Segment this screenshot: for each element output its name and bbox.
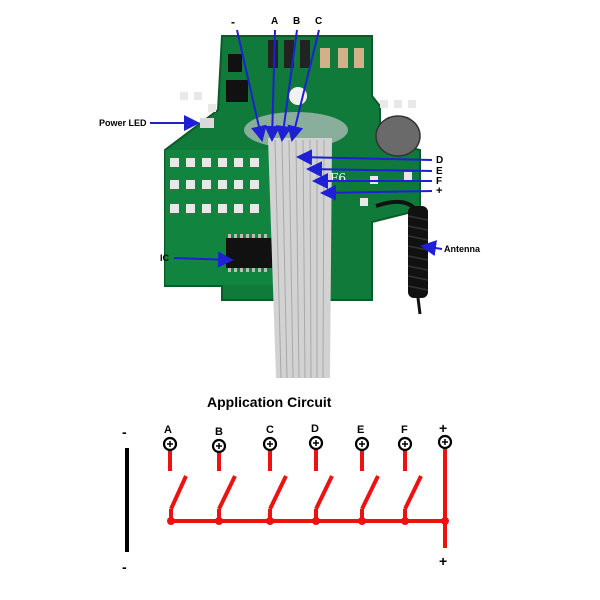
application-circuit: Application Circuit - - + + A xyxy=(122,394,453,575)
pin-label-c: C xyxy=(315,16,322,27)
crystal-can xyxy=(375,115,421,157)
negative-rail: - - xyxy=(122,424,129,575)
svg-text:F: F xyxy=(401,424,408,436)
pcb-photo: F6 - A B C D E F + Power LED IC Antenna xyxy=(99,15,481,379)
terminal-b: B xyxy=(211,426,237,525)
callout-antenna-arrow xyxy=(420,240,443,256)
callout-power-led: Power LED xyxy=(99,118,147,128)
pin-arrows-top xyxy=(236,29,320,142)
ic-chip xyxy=(226,234,272,272)
top-components xyxy=(226,40,364,102)
power-led xyxy=(200,118,214,128)
pin-arrows-side xyxy=(296,149,433,201)
svg-text:D: D xyxy=(311,423,319,435)
positive-rail: + + xyxy=(437,420,453,569)
pin-label-a: A xyxy=(271,16,278,27)
svg-text:A: A xyxy=(164,424,172,436)
pin-label-e: E xyxy=(436,166,443,177)
pin-label-f: F xyxy=(436,176,442,187)
callout-antenna: Antenna xyxy=(444,244,481,254)
svg-text:C: C xyxy=(266,424,274,436)
ribbon-cable xyxy=(268,138,332,379)
terminal-c: C xyxy=(262,424,288,525)
board-marking: F6 xyxy=(330,171,346,185)
callout-ic-arrow xyxy=(173,251,234,268)
neg-label-bottom: - xyxy=(122,559,127,575)
solder-pad-array xyxy=(170,92,416,213)
pin-label-minus: - xyxy=(231,15,235,29)
pin-label-d: D xyxy=(436,155,443,166)
neg-label-top: - xyxy=(122,424,127,440)
terminal-d: D xyxy=(308,423,334,525)
svg-text:B: B xyxy=(215,426,223,438)
circuit-title: Application Circuit xyxy=(207,394,332,410)
terminal-f: F xyxy=(397,424,423,525)
pin-label-b: B xyxy=(293,16,300,27)
pos-label-top: + xyxy=(439,420,447,436)
svg-text:E: E xyxy=(357,424,364,436)
callout-ic: IC xyxy=(160,253,170,263)
terminal-e: E xyxy=(354,424,380,525)
terminal-a: A xyxy=(162,424,188,525)
pos-label-bottom: + xyxy=(439,553,447,569)
pin-label-plus: + xyxy=(436,185,442,197)
